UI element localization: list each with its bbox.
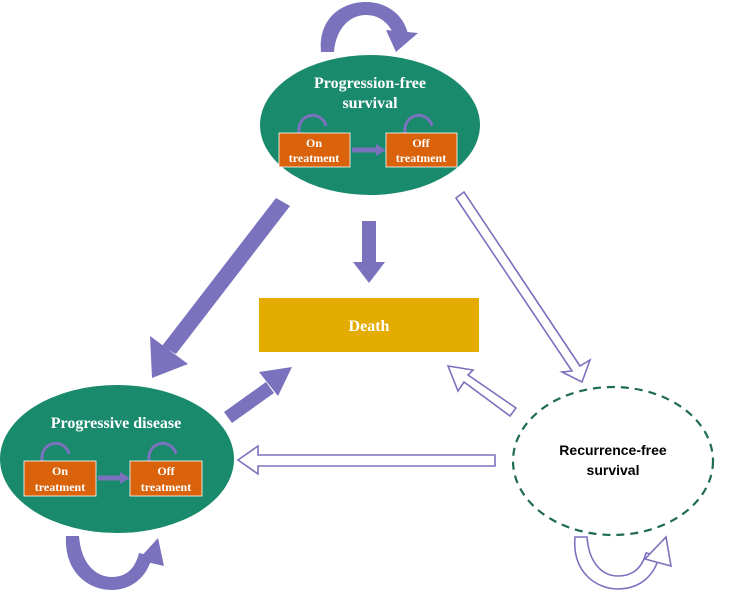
death-title: Death	[349, 318, 390, 335]
rfs-to-death-arrow	[446, 364, 518, 418]
pd-ellipse	[0, 385, 234, 533]
pd-to-death-arrow	[224, 367, 292, 423]
pd-on-line2: treatment	[35, 480, 85, 494]
pd-off-line1: Off	[157, 464, 175, 478]
pfs-to-death-arrow	[353, 221, 385, 283]
rfs-ellipse	[511, 385, 715, 537]
pfs-title-line2: survival	[342, 95, 398, 112]
pd-self-loop-arrow	[65, 536, 164, 590]
pd-on-loop-icon	[40, 442, 71, 462]
pfs-on-line1: On	[306, 136, 322, 150]
rfs-to-pd-arrow	[236, 444, 496, 476]
pfs-off-line1: Off	[412, 136, 430, 150]
pfs-off-loop-icon	[403, 114, 434, 134]
pd-on-treatment-box	[23, 460, 97, 497]
pfs-on-line2: treatment	[289, 151, 339, 165]
pfs-self-loop-arrow	[320, 2, 418, 52]
pd-on-line1: On	[52, 464, 68, 478]
rfs-self-loop-arrow	[574, 535, 673, 590]
pd-title: Progressive disease	[51, 415, 182, 432]
pfs-to-rfs-arrow	[454, 190, 592, 384]
rfs-title-line2: survival	[587, 462, 640, 478]
rfs-title-line1: Recurrence-free	[559, 442, 667, 458]
pd-state-node: Progressive disease On treatment Off tre…	[0, 385, 234, 533]
pd-off-loop-icon	[147, 442, 178, 462]
pfs-state-node: Progression-free survival On treatment O…	[260, 55, 480, 195]
death-state-node: Death	[259, 298, 479, 352]
pfs-on-loop-icon	[297, 114, 328, 134]
pfs-to-pd-arrow	[150, 198, 290, 378]
pd-off-line2: treatment	[141, 480, 191, 494]
pfs-off-line2: treatment	[396, 151, 446, 165]
pfs-off-treatment-box	[385, 132, 458, 168]
rfs-state-node: Recurrence-free survival	[511, 385, 715, 537]
pfs-on-treatment-box	[278, 132, 351, 168]
death-rect	[259, 298, 479, 352]
pfs-title-line1: Progression-free	[314, 75, 426, 92]
pd-off-treatment-box	[129, 460, 203, 497]
